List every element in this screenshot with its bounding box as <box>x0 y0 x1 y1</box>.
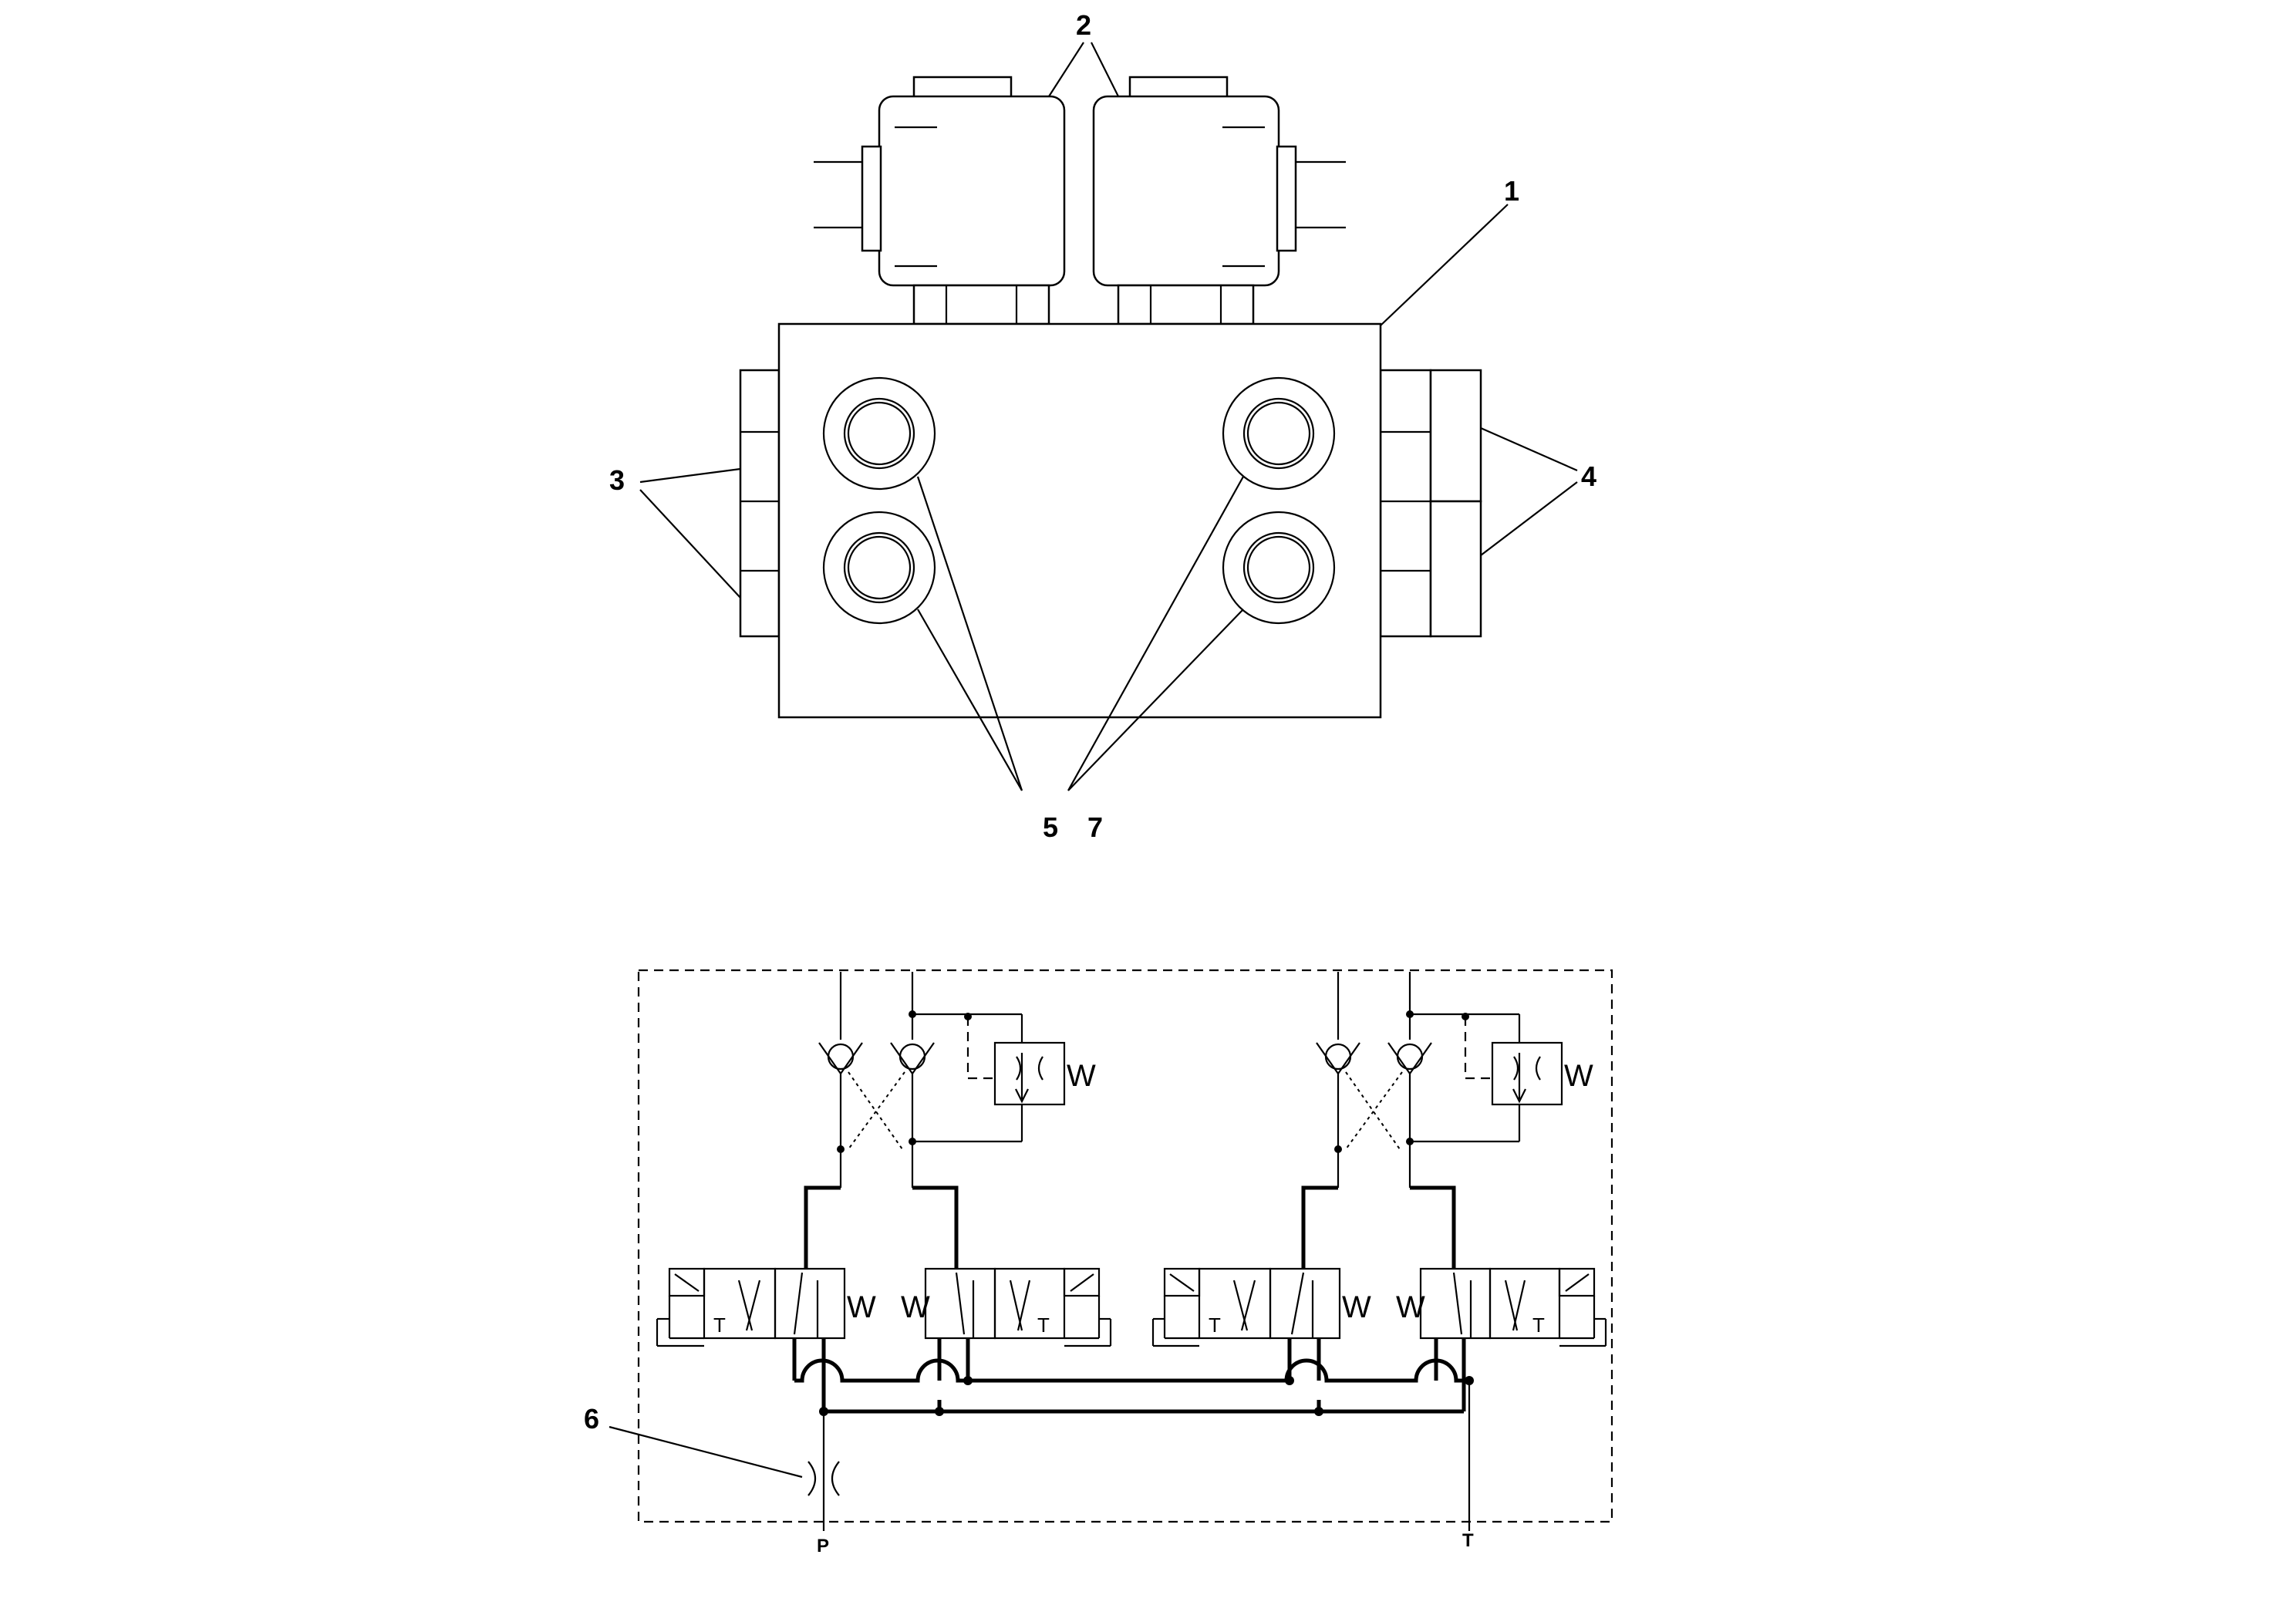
leader-lines-top <box>639 42 1578 791</box>
callout-3: 3 <box>609 464 625 496</box>
valve-block-drawing: 2 1 3 4 5 7 <box>609 9 1596 843</box>
block-cartridges <box>822 376 1336 625</box>
left-cartridge-plugs <box>739 369 781 638</box>
port-t-label: T <box>1462 1530 1474 1551</box>
callout-4: 4 <box>1581 460 1596 492</box>
callout-1: 1 <box>1504 175 1519 207</box>
directional-valve-3: T W <box>1151 1267 1371 1347</box>
callout-6: 6 <box>584 1403 599 1435</box>
working-lines <box>804 1185 1456 1269</box>
pilot-check-group-left: W <box>818 972 1096 1188</box>
tank-marker: T <box>1532 1313 1545 1337</box>
spring-symbol: W <box>1067 1059 1096 1093</box>
directional-valve-4: W T <box>1396 1267 1607 1347</box>
callout-7: 7 <box>1087 811 1103 843</box>
directional-valve-2: W T <box>901 1267 1112 1347</box>
right-cartridge-plugs <box>1379 369 1482 638</box>
callout-2: 2 <box>1076 9 1091 41</box>
hydraulic-schematic: W W <box>584 969 1613 1556</box>
callout-5: 5 <box>1043 811 1058 843</box>
leader-line-6 <box>609 1425 803 1479</box>
port-p-label: P <box>817 1536 829 1556</box>
spring-symbol: W <box>847 1290 876 1324</box>
manifold-block <box>777 322 1382 719</box>
schematic-boundary <box>637 969 1613 1523</box>
tank-marker: T <box>1209 1313 1221 1337</box>
tank-marker: T <box>1037 1313 1050 1337</box>
spring-symbol: W <box>1564 1059 1593 1093</box>
spring-symbol: W <box>1342 1290 1371 1324</box>
solenoid-coil-left <box>814 76 1066 325</box>
manifold-lines <box>792 1338 1474 1531</box>
tank-marker: T <box>713 1313 726 1337</box>
pilot-check-group-right: W <box>1316 972 1593 1188</box>
solenoid-coil-right <box>1092 76 1346 325</box>
directional-valve-1: T W <box>656 1267 876 1347</box>
